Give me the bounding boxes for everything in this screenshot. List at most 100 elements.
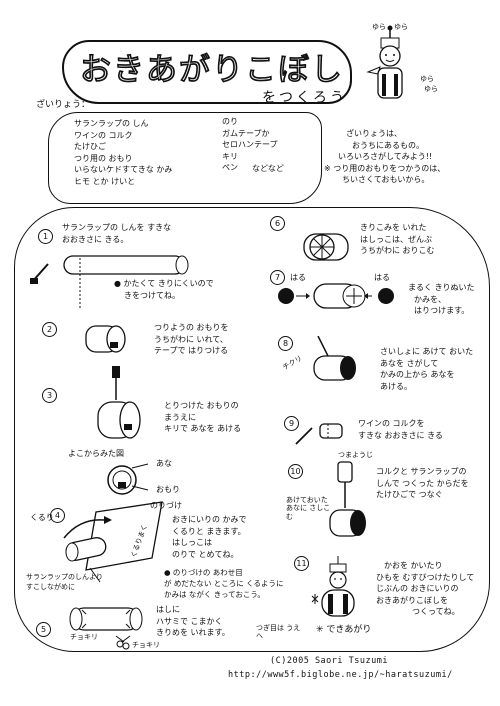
step-2-illustration — [85, 325, 126, 353]
material-item: セロハンテープ — [222, 140, 278, 150]
step-line: おきあがりこぼしを — [376, 595, 448, 605]
step-line: うちがわに おりこむ — [360, 246, 435, 256]
step-5-text: はしに ハサミで こまかく きりめを いれます。 — [156, 604, 230, 639]
step-5-illustration — [69, 607, 143, 650]
materials-list-left: サランラップの しん ワインの コルク たけひご つり用の おもり いらないケド… — [74, 118, 172, 188]
step-11-illustration — [311, 556, 355, 617]
side-view-title: よこからみた図 — [68, 449, 124, 458]
step-10-text: コルクと サランラップの しんで つくった からだを たけひごで つなぐ — [376, 466, 469, 501]
step-number: 1 — [38, 229, 53, 244]
label-snip-a: チョキリ — [70, 633, 98, 641]
material-item: いらないケドすてきな かみ — [74, 165, 173, 175]
step-line: はりつけます。 — [414, 306, 470, 316]
step-line: きりこみを いれた — [360, 223, 427, 232]
title-frame — [62, 40, 352, 104]
step-line: しんで つくった からだを — [376, 478, 469, 488]
label-core: サランラップのしんより すこしながめに — [26, 573, 103, 592]
material-item: つり用の おもり — [74, 153, 133, 163]
step-line: キリで あなを あける — [164, 424, 242, 434]
done-label: ✳ できあがり — [316, 624, 371, 637]
step-1-note: ● かたくて きりにくいので きをつけてね。 — [114, 278, 214, 301]
material-item: などなど — [252, 163, 284, 173]
step-line: はしっこは、ぜんぶ — [360, 234, 432, 244]
step-10-illustration — [329, 461, 366, 537]
step-line: くるりと まきます。 — [172, 526, 246, 536]
side-view-illustration — [107, 463, 149, 495]
label-stick: つまようじ — [338, 451, 373, 459]
step-7-illustration — [278, 283, 394, 309]
step-number: 10 — [288, 464, 303, 479]
step-line: はしっこは — [172, 538, 212, 548]
step-1-text: サランラップの しんを すきな おおきさに きる。 — [62, 222, 171, 245]
step-9-text: ワインの コルクを すきな おおきさに きる — [358, 418, 443, 441]
step-4-note: ● のりづけの あわせ目 が めだたない ところに くるように かみは ながく … — [164, 568, 284, 601]
note-line: ● かたくて きりにくいので — [114, 279, 214, 288]
step-line: きりめを いれます。 — [156, 628, 230, 638]
step-line: うちがわに いれて、 — [154, 334, 228, 344]
step-line: すきな おおきさに きる — [358, 430, 443, 440]
step-line: ひもを むすびつけたりして — [376, 572, 475, 582]
label-paste-left: はる — [290, 273, 306, 282]
materials-heading: ざいりょう： — [36, 100, 91, 110]
step-number: 8 — [278, 336, 293, 351]
step-number: 9 — [284, 416, 299, 431]
step-line: かみを、 — [414, 294, 446, 304]
step-8-illustration — [313, 336, 356, 381]
step-line: おきにいりの かみで — [172, 515, 247, 524]
step-line: まるく きりぬいた — [408, 283, 475, 292]
step-line: コルクと サランラップの — [376, 467, 467, 476]
material-item: ワインの コルク — [74, 130, 133, 140]
note-line: おうちにあるもの。 — [352, 140, 424, 150]
step-number: 7 — [270, 270, 285, 285]
step-line: さいしょに あけて おいた — [380, 347, 474, 356]
material-item: サランラップの しん — [74, 119, 149, 128]
doll-label: ゆら — [424, 85, 438, 93]
step-7-text: まるく きりぬいた かみを、 はりつけます。 — [408, 282, 475, 317]
step-8-text: さいしょに あけて おいた あなを さがして かみの上から あなを あける。 — [380, 346, 473, 392]
step-3-text: とりつけた おもりの まうえに キリで あなを あける — [164, 400, 241, 435]
copyright: (C)2005 Saori Tsuzumi — [270, 656, 388, 666]
step-line: ワインの コルクを — [358, 419, 425, 428]
step-6-illustration — [303, 233, 349, 261]
step-line: はしに — [156, 605, 180, 614]
label-roll: くるり — [30, 513, 54, 522]
step-number: 4 — [50, 508, 65, 523]
materials-frame — [48, 112, 322, 204]
page-title: おきあがりこぼし — [80, 52, 344, 89]
doll-label: ゆら — [394, 23, 408, 31]
material-item: ガムテープか — [222, 128, 270, 138]
step-line: まうえに — [164, 412, 196, 422]
step-3-illustration — [97, 366, 141, 439]
doll-illustration — [366, 25, 403, 99]
step-line: あなを さがして — [380, 358, 439, 368]
note-line: ちいさくておもいから。 — [342, 175, 430, 185]
material-item: ペン — [222, 163, 238, 173]
label-snip-b: チョキリ — [132, 641, 160, 649]
doll-label: ゆら — [372, 23, 386, 31]
label-insert: あけておいた あなに さしこむ — [286, 496, 331, 521]
materials-notes: ざいりょうは、 おうちにあるもの。 いろいろさがしてみよう!! ※ つり用のおも… — [324, 128, 445, 186]
step-line: のりで とめてね。 — [172, 549, 239, 559]
step-9-illustration — [295, 423, 343, 445]
note-line: ざいりょうは、 — [346, 129, 402, 138]
step-line: かみの上から あなを — [380, 370, 455, 380]
step-6-text: きりこみを いれた はしっこは、ぜんぶ うちがわに おりこむ — [360, 222, 435, 257]
step-line: たけひごで つなぐ — [376, 490, 443, 500]
star-icon: ✳ — [316, 625, 324, 635]
step-line: とりつけた おもりの — [164, 401, 239, 410]
material-item: たけひご — [74, 142, 106, 152]
step-number: 11 — [294, 556, 309, 571]
step-line: あける。 — [380, 381, 412, 391]
step-line: つりようの おもりを — [154, 323, 229, 332]
step-4-illustration — [63, 501, 163, 583]
label-paste-right: はる — [374, 273, 390, 282]
step-number: 2 — [42, 322, 57, 337]
note-line: きをつけてね。 — [124, 290, 180, 300]
note-line: ※ つり用のおもりをつかうのは、 — [324, 163, 446, 173]
label-seam: つぎ目は うえへ — [256, 624, 301, 641]
steps-frame — [14, 207, 490, 652]
label-hole: あな — [156, 459, 172, 468]
note-line: が めだたない ところに くるように — [164, 578, 284, 588]
author-url: http://www5f.biglobe.ne.jp/~haratsuzumi/ — [228, 670, 453, 680]
done-text: できあがり — [326, 625, 372, 635]
